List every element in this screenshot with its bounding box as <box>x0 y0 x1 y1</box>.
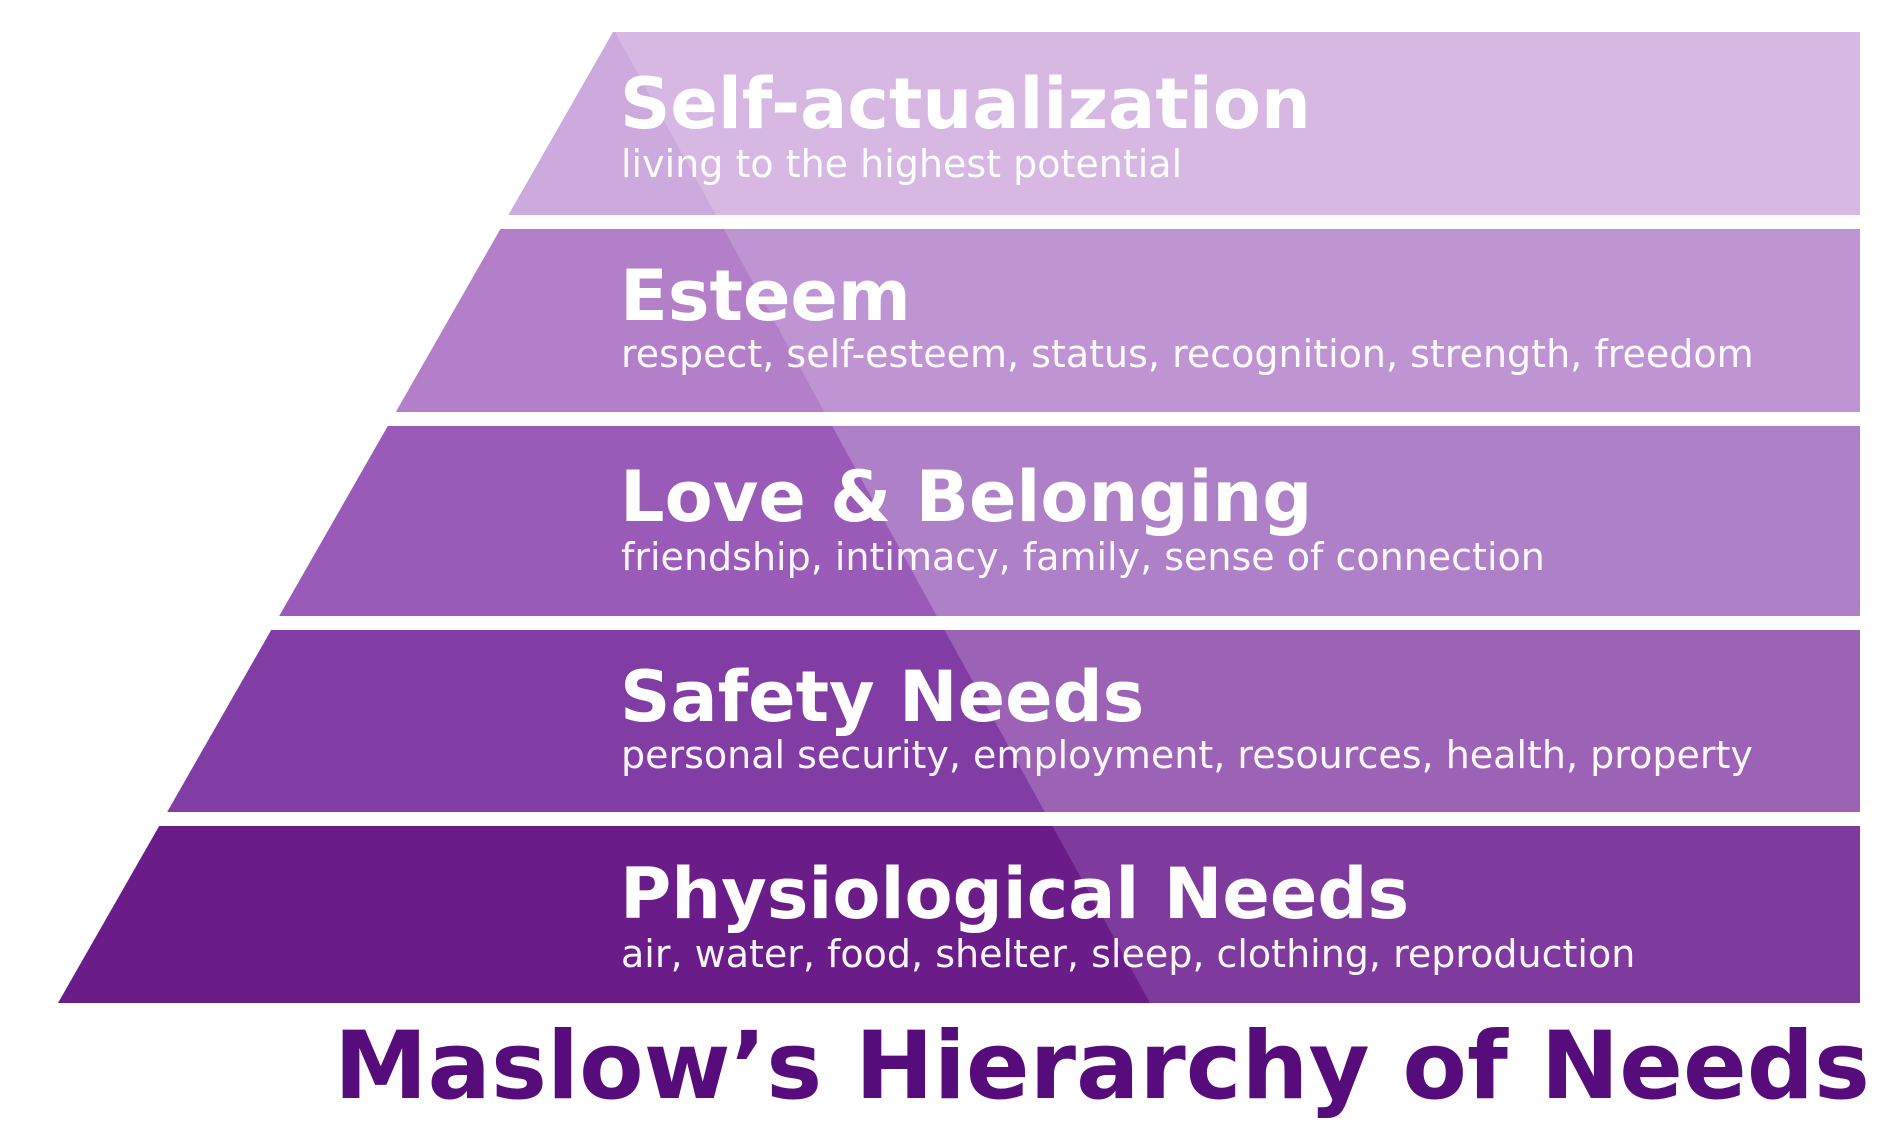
tier-safety-needs: Safety Needs personal security, employme… <box>167 630 1861 812</box>
tier-safety-needs-description: personal security, employment, resources… <box>621 733 1753 777</box>
tier-self-actualization: Self-actualization living to the highest… <box>508 32 1861 215</box>
tier-physiological-needs-title: Physiological Needs <box>620 853 1409 935</box>
tier-self-actualization-sheen <box>615 32 1860 215</box>
tier-esteem: Esteem respect, self-esteem, status, rec… <box>395 229 1860 412</box>
tier-love-belonging-description: friendship, intimacy, family, sense of c… <box>621 535 1545 579</box>
tier-love-belonging-title: Love & Belonging <box>620 456 1312 538</box>
tier-physiological-needs-sheen <box>1052 826 1860 1003</box>
tier-safety-needs-title: Safety Needs <box>620 656 1144 738</box>
tier-self-actualization-description: living to the highest potential <box>621 142 1182 186</box>
tier-love-belonging-sheen <box>832 426 1860 616</box>
tier-love-belonging: Love & Belonging friendship, intimacy, f… <box>279 426 1860 616</box>
diagram-title: Maslow’s Hierarchy of Needs <box>334 1012 1870 1121</box>
tier-self-actualization-title: Self-actualization <box>620 63 1311 145</box>
tier-esteem-sheen <box>723 229 1860 412</box>
tier-physiological-needs: Physiological Needs air, water, food, sh… <box>58 826 1860 1003</box>
tier-physiological-needs-description: air, water, food, shelter, sleep, clothi… <box>621 932 1635 976</box>
tier-esteem-title: Esteem <box>620 255 911 337</box>
tier-esteem-description: respect, self-esteem, status, recognitio… <box>621 332 1754 376</box>
tier-safety-needs-sheen <box>944 630 1860 812</box>
